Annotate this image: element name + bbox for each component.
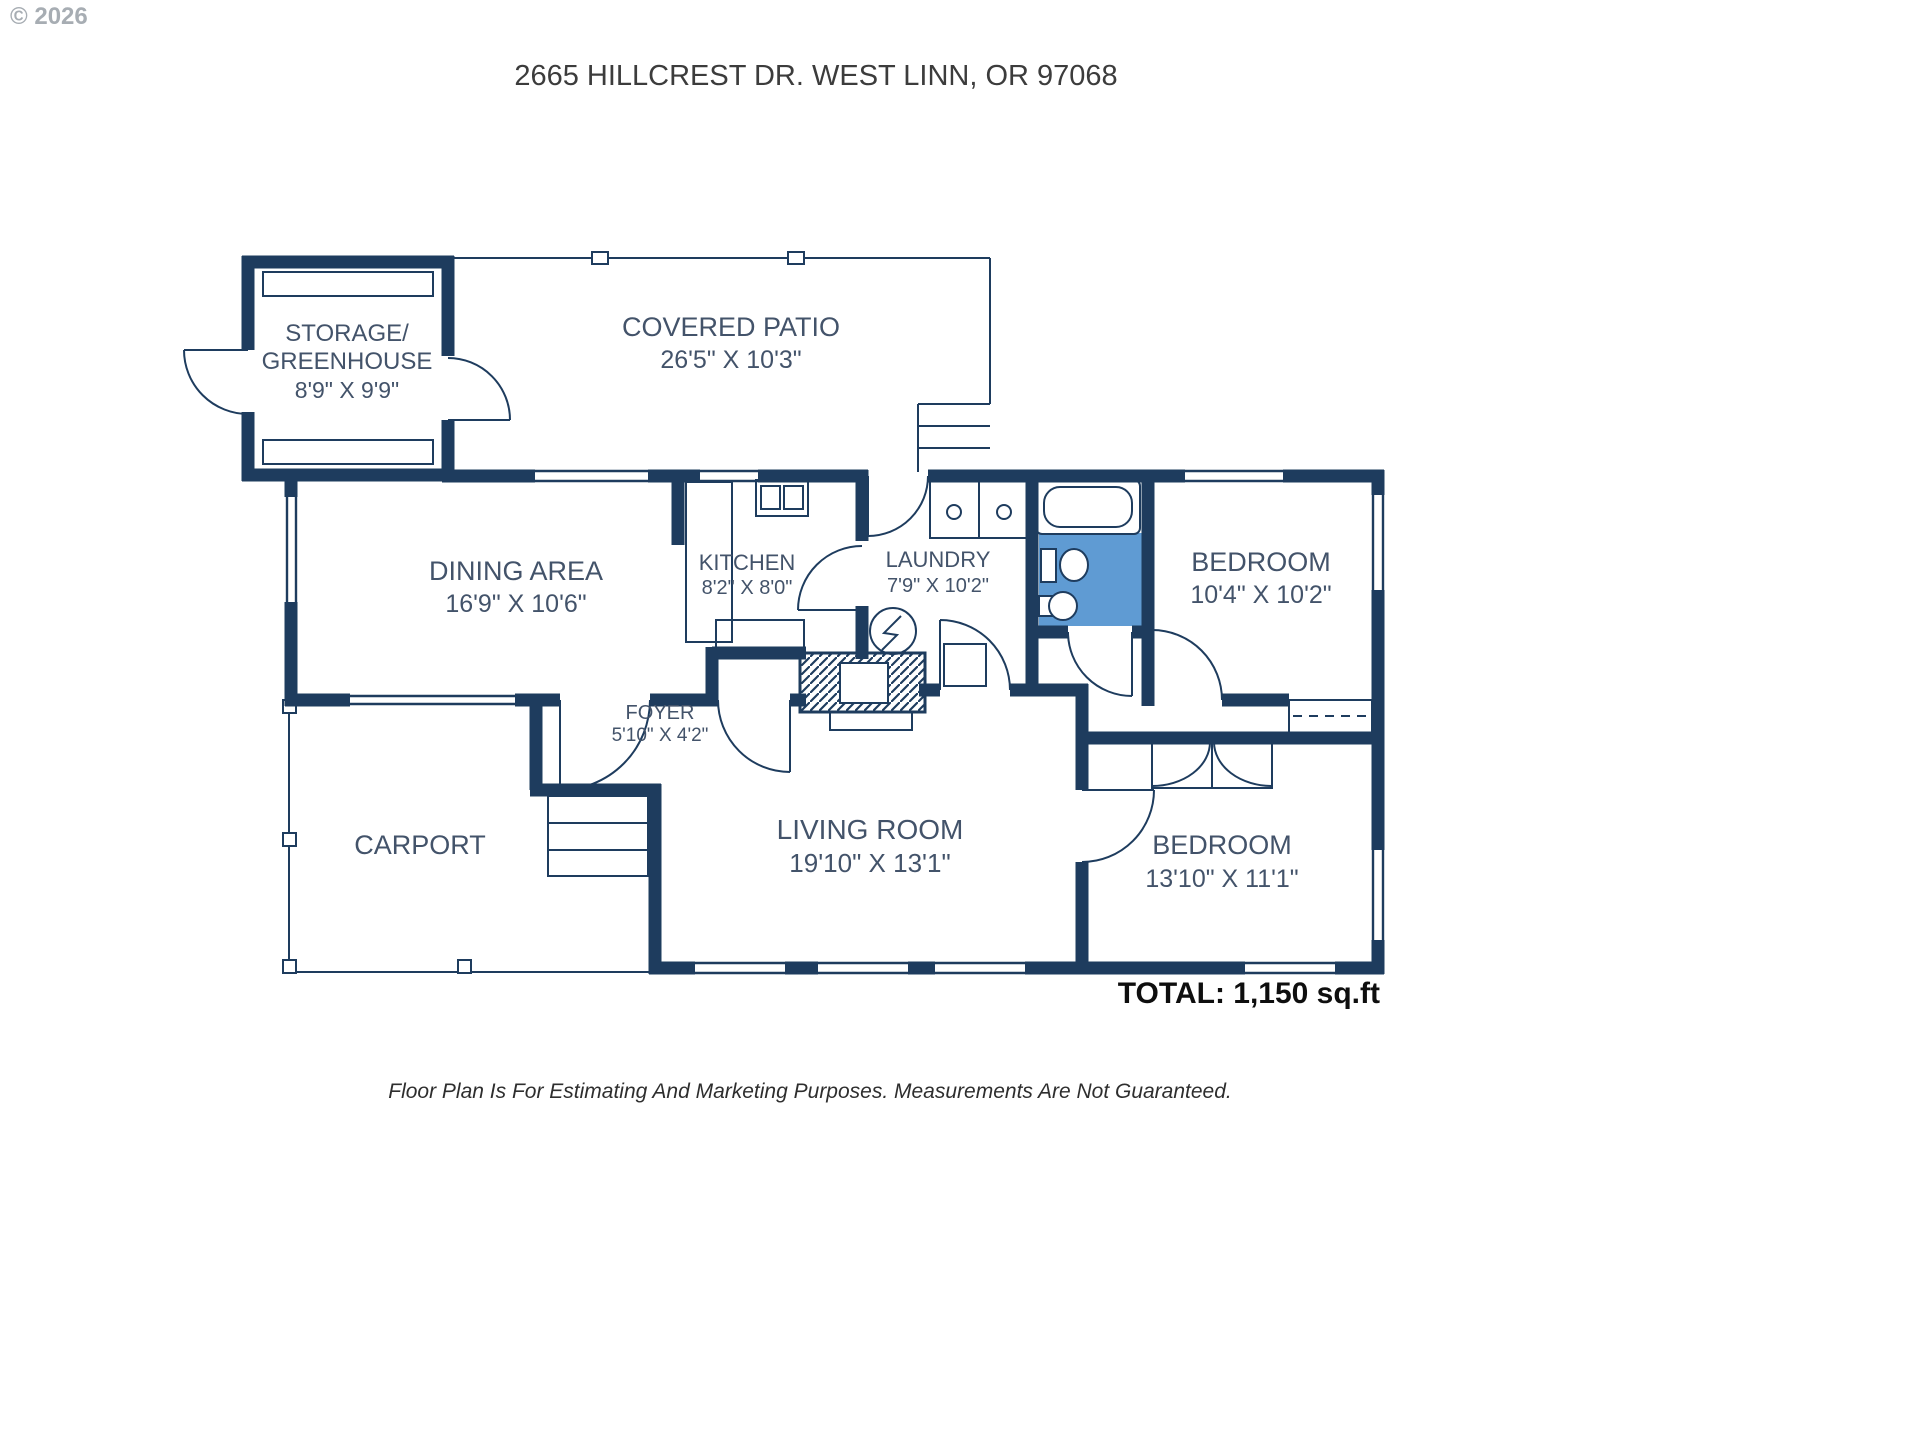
patio-post (787, 251, 805, 265)
water-heater (869, 607, 917, 655)
kitchen-door (797, 545, 863, 611)
laundry-hall-door (939, 619, 1011, 691)
storage-dims: 8'9" X 9'9" (295, 377, 399, 403)
living-dims: 19'10" X 13'1" (789, 848, 950, 878)
bathroom (1035, 479, 1142, 626)
foyer-dims: 5'10" X 4'2" (612, 725, 709, 746)
entry-steps (547, 795, 649, 877)
patio-post (591, 251, 609, 265)
address-title: 2665 HILLCREST DR. WEST LINN, OR 97068 (514, 60, 1117, 92)
living-label: LIVING ROOM (777, 814, 964, 845)
kitchen-dims: 8'2" X 8'0" (702, 577, 793, 599)
storage-label-2: GREENHOUSE (262, 348, 433, 375)
bedroom-bottom-label: BEDROOM (1152, 830, 1292, 860)
toilet-bowl (1059, 548, 1089, 582)
fireplace (798, 651, 927, 731)
patio-label: COVERED PATIO (622, 312, 840, 342)
copyright-watermark: © 2026 (10, 3, 88, 30)
patio-dims: 26'5" X 10'3" (660, 346, 801, 374)
carport-post (282, 832, 297, 847)
toilet-tank (1040, 548, 1057, 583)
bedroom-top-dims: 10'4" X 10'2" (1190, 581, 1331, 609)
bedroom-top-door (1151, 629, 1223, 701)
kitchen-sink (755, 479, 809, 517)
bedroom-top-label: BEDROOM (1191, 547, 1331, 577)
total-area-label: TOTAL: 1,150 sq.ft (1118, 977, 1380, 1010)
storage-label-1: STORAGE/ (285, 320, 409, 347)
bathtub (1035, 479, 1141, 535)
storage-patio-door (447, 357, 511, 421)
carport-post (457, 959, 472, 974)
walls (241, 255, 1385, 975)
hearth (829, 711, 913, 731)
bedroom-bottom-dims: 13'10" X 11'1" (1145, 865, 1298, 893)
storage-shelves (262, 271, 434, 465)
patio-outline (448, 251, 991, 472)
doors (183, 349, 1223, 863)
laundry-fixtures (869, 479, 1029, 687)
kitchen-lower-counter (715, 619, 805, 651)
carport-label: CARPORT (354, 830, 486, 860)
laundry-dims: 7'9" X 10'2" (887, 575, 989, 597)
bathroom-door (1067, 631, 1133, 697)
dining-label: DINING AREA (429, 556, 603, 586)
laundry-back-door (867, 475, 929, 537)
carport-post (282, 959, 297, 974)
foyer-label: FOYER (626, 702, 695, 724)
storage-exterior-door (183, 349, 249, 415)
kitchen-fixtures (685, 479, 809, 651)
room-labels: STORAGE/ GREENHOUSE 8'9" X 9'9" COVERED … (262, 312, 1332, 893)
closets (1151, 699, 1373, 789)
living-room-door (717, 699, 791, 773)
kitchen-counter (685, 481, 733, 643)
disclaimer-text: Floor Plan Is For Estimating And Marketi… (388, 1080, 1232, 1103)
laundry-label: LAUNDRY (886, 547, 991, 572)
front-door (559, 699, 651, 791)
dining-dims: 16'9" X 10'6" (445, 590, 586, 618)
utility-box (943, 643, 987, 687)
bathroom-sink (1048, 591, 1078, 621)
kitchen-label: KITCHEN (699, 550, 796, 575)
bedroom-bottom-door (1081, 789, 1155, 863)
hall-closet (1288, 699, 1373, 739)
